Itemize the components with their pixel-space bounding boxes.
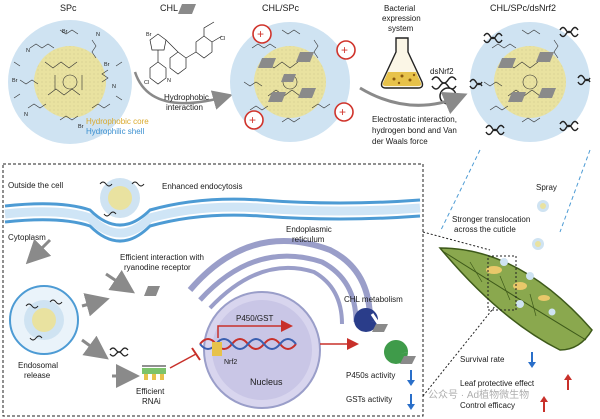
- chl-gray-icon: [144, 286, 160, 296]
- zoom-connector-blue: [439, 149, 591, 233]
- chl-gray-icon: [178, 4, 196, 14]
- p450gst-label: P450/GST: [236, 314, 273, 323]
- survival-label: Survival rate: [460, 355, 505, 364]
- chl-spc-dsnrf2-nanoparticle: [469, 22, 591, 142]
- electro-line3: der Waals force: [372, 137, 428, 146]
- arrow-to-endosome: [25, 238, 52, 265]
- flask-icon: [380, 37, 424, 89]
- er-line2: reticulum: [292, 235, 325, 244]
- chl-spc-nanoparticle: + + + +: [230, 22, 356, 142]
- leaf-icon: [438, 247, 593, 351]
- final-title: CHL/SPc/dsNrf2: [490, 3, 556, 13]
- efficient-line2: ryanodine receptor: [124, 263, 191, 272]
- zoom-connector: [422, 231, 501, 397]
- arrow-release-1: [81, 293, 110, 317]
- bacterial-line1: Bacterial: [384, 4, 415, 13]
- transcription-arrow: [217, 320, 293, 338]
- endosome: [9, 285, 79, 355]
- electrostatic-arrow: [359, 86, 468, 115]
- leaf-zoom-box: [487, 255, 517, 311]
- watermark: 公众号 · Ad植物微生物: [428, 388, 529, 401]
- atom-br: Br: [104, 62, 110, 68]
- atom-br: Br: [146, 32, 152, 38]
- atom-cl: Cl: [144, 80, 149, 86]
- control-label: Control efficacy: [460, 401, 515, 410]
- electro-line2: hydrogen bond and Van: [372, 126, 457, 135]
- cytoplasm-label: Cytoplasm: [8, 233, 46, 242]
- chl-structure: [149, 21, 223, 85]
- hydrophobic-line2: interaction: [166, 103, 203, 112]
- endosomal-line2: release: [24, 371, 51, 380]
- atom-br: Br: [62, 29, 68, 35]
- bacterial-line2: expression: [382, 14, 421, 23]
- bacterial-line3: system: [388, 24, 414, 33]
- rnai-complex-icon: [142, 365, 166, 380]
- spray-droplet-icon: [537, 200, 549, 212]
- svg-text:+: +: [339, 105, 346, 119]
- chl-title: CHL: [160, 3, 178, 13]
- atom-br: Br: [78, 124, 84, 130]
- dsnrf2-rna-icon: [431, 76, 457, 90]
- atom-n: N: [96, 32, 100, 38]
- stronger-line2: across the cuticle: [454, 225, 516, 234]
- membrane-nanoparticle: [99, 178, 145, 218]
- dsrna-icon: [109, 347, 129, 357]
- svg-text:+: +: [257, 27, 264, 41]
- dsnrf2-label: dsNrf2: [430, 67, 454, 76]
- p450-activity-label: P450s activity: [346, 371, 395, 380]
- outside-label: Outside the cell: [8, 181, 63, 190]
- core-label: Hydrophobic core: [86, 117, 149, 126]
- p450-enzyme-icon: [354, 307, 378, 332]
- er-line1: Endoplasmic: [286, 225, 332, 234]
- spray-droplet-icon: [532, 238, 544, 250]
- efficient-line1: Efficient interaction with: [120, 253, 204, 262]
- atom-br: Br: [12, 78, 18, 84]
- electro-line1: Electrostatic interaction,: [372, 115, 457, 124]
- cell-membrane: [4, 197, 421, 243]
- gst-activity-label: GSTs activity: [346, 395, 392, 404]
- arrow-release-2: [81, 335, 109, 360]
- chl-metabolism-label: CHL metabolism: [344, 295, 403, 304]
- atom-n: N: [167, 78, 171, 84]
- nrf2-protein-icon: [212, 342, 222, 356]
- endosomal-line1: Endosomal: [18, 361, 58, 370]
- leaf-protective-label: Leaf protective effect: [460, 379, 535, 388]
- rnai-line2: RNAi: [142, 397, 161, 406]
- rnai-line1: Efficient: [136, 387, 165, 396]
- spc-title: SPc: [60, 3, 77, 13]
- hydrophobic-arrow: [133, 71, 233, 110]
- stronger-line1: Stronger translocation: [452, 215, 530, 224]
- spray-label: Spray: [536, 183, 557, 192]
- atom-cl: Cl: [220, 36, 225, 42]
- svg-text:+: +: [249, 113, 256, 127]
- atom-n: N: [24, 112, 28, 118]
- endoplasmic-reticulum: [187, 238, 373, 325]
- spc-nanoparticle: Br N Br N Br N Br N: [8, 20, 132, 144]
- nucleus-label: Nucleus: [250, 377, 283, 387]
- atom-n: N: [112, 84, 116, 90]
- svg-text:+: +: [341, 43, 348, 57]
- inhibition-line: [169, 353, 197, 369]
- cell-panel-border: [2, 163, 424, 417]
- gst-enzyme-icon: [384, 339, 408, 364]
- arrow-to-receptor: [105, 270, 135, 294]
- atom-n: N: [26, 48, 30, 54]
- hydrophobic-line1: Hydrophobic: [164, 93, 209, 102]
- nrf2-label: Nrf2: [224, 359, 237, 366]
- chl-spc-title: CHL/SPc: [262, 3, 300, 13]
- shell-label: Hydrophilic shell: [86, 127, 144, 136]
- endocytosis-label: Enhanced endocytosis: [162, 182, 243, 191]
